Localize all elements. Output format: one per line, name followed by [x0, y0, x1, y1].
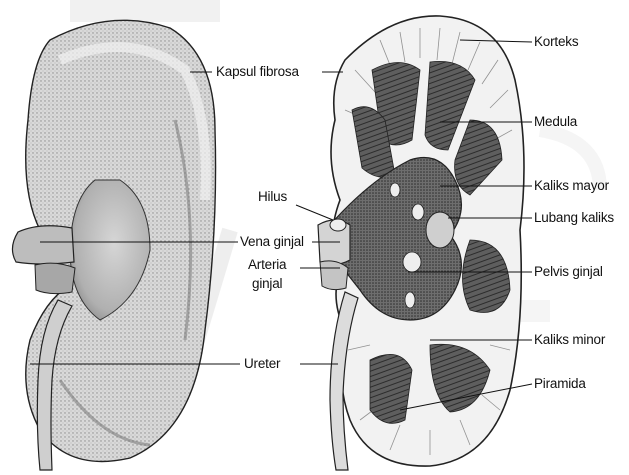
sectioned-kidney	[318, 16, 524, 470]
label-medula: Medula	[534, 115, 577, 129]
label-arteria-line2: ginjal	[248, 277, 286, 291]
label-pelvis-ginjal: Pelvis ginjal	[534, 265, 603, 279]
label-hilus: Hilus	[258, 190, 287, 204]
external-kidney	[12, 20, 215, 470]
label-vena-ginjal: Vena ginjal	[240, 235, 304, 249]
label-kaliks-mayor: Kaliks mayor	[534, 179, 609, 193]
label-arteria-line1: Arteria	[248, 258, 286, 272]
label-arteria-ginjal: Arteria ginjal	[248, 258, 286, 291]
label-lubang-kaliks: Lubang kaliks	[534, 211, 614, 225]
label-korteks: Korteks	[534, 35, 578, 49]
label-kapsul-fibrosa: Kapsul fibrosa	[216, 65, 299, 79]
label-piramida: Piramida	[534, 377, 586, 391]
label-kaliks-minor: Kaliks minor	[534, 333, 605, 347]
label-ureter: Ureter	[244, 357, 280, 371]
